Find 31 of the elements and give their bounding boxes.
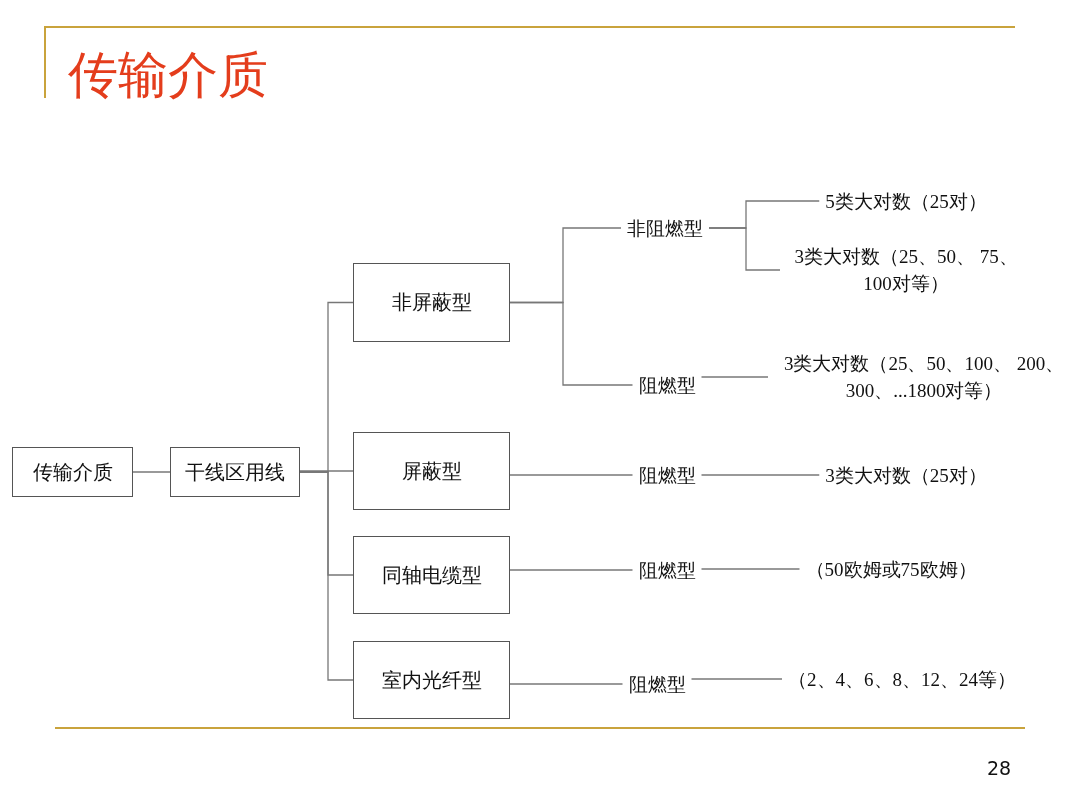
category-text: （50欧姆或75欧姆） (799, 555, 983, 583)
connector-line (509, 474, 634, 476)
category-text: 5类大对数（25对） (819, 187, 993, 215)
category-box: 非屏蔽型 (353, 263, 510, 342)
category-text: 阻燃型 (632, 461, 702, 489)
category-text: 3类大对数（25、50、100、 200、300、...1800对等） (768, 350, 1080, 404)
category-text: 3类大对数（25对） (819, 461, 993, 489)
connector-line (700, 568, 801, 570)
connector-line (132, 471, 171, 473)
connector-line (509, 569, 634, 571)
connector-line (690, 678, 783, 680)
category-text: 阻燃型 (632, 371, 702, 399)
category-text: 阻燃型 (632, 556, 702, 584)
connector-line (509, 301, 634, 386)
category-text: 阻燃型 (622, 670, 692, 698)
category-text: 3类大对数（25、50、 75、100对等） (780, 243, 1032, 297)
connector-line (299, 470, 354, 472)
category-text: 非阻燃型 (621, 214, 709, 242)
category-box: 屏蔽型 (353, 432, 510, 510)
connector-line (700, 376, 769, 378)
page-number: 28 (987, 757, 1012, 779)
category-text: （2、4、6、8、12、24等） (782, 665, 1022, 693)
slide-title: 传输介质 (68, 45, 268, 106)
category-box: 传输介质 (12, 447, 133, 497)
connector-line (509, 683, 624, 685)
category-box: 同轴电缆型 (353, 536, 510, 614)
category-box: 干线区用线 (170, 447, 300, 497)
connector-line (700, 474, 820, 476)
connector-line (299, 471, 354, 681)
connector-line (708, 227, 781, 271)
category-box: 室内光纤型 (353, 641, 510, 719)
